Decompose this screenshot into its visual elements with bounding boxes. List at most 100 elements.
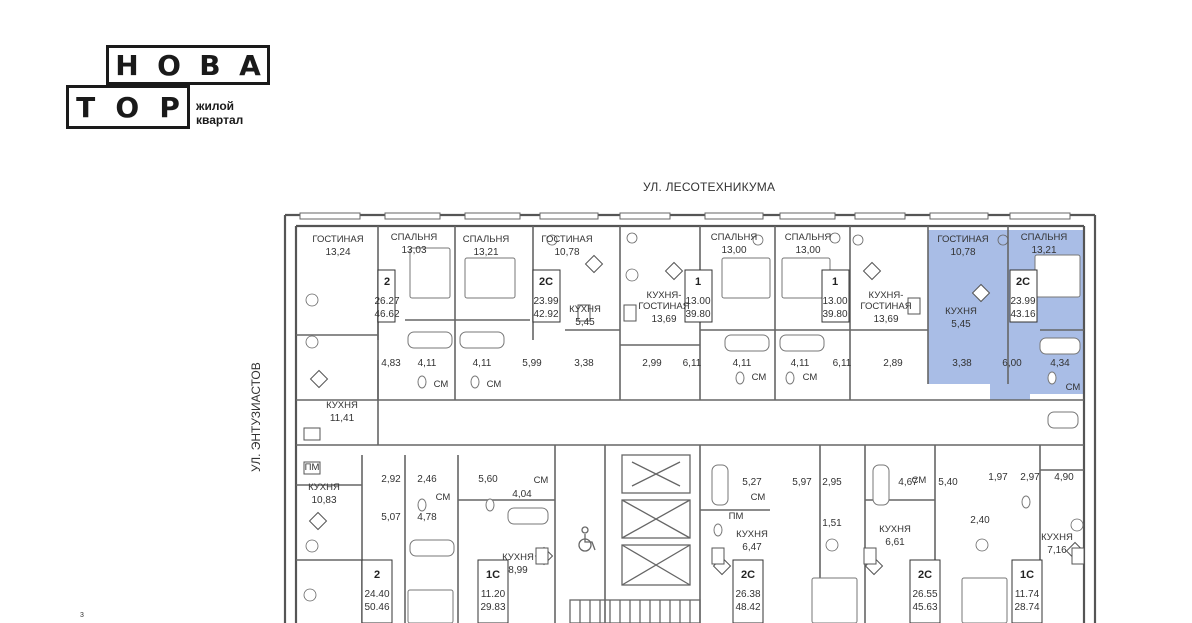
room-area: 4,11 [418, 358, 437, 369]
apartment-living-area: 26.55 [912, 589, 937, 600]
room-area: 6,11 [683, 358, 702, 369]
apartment-living-area: 11.20 [481, 589, 506, 600]
room-area: 2,99 [642, 358, 662, 369]
room-label: КУХНЯ [736, 529, 768, 540]
logo-letter: О [115, 90, 140, 124]
room-area: 4,78 [417, 512, 437, 523]
room-label: СПАЛЬНЯ [785, 232, 832, 243]
apartment-total-area: 46.62 [374, 309, 399, 320]
logo-letter: Р [159, 90, 180, 124]
logo-top-letters: Н О В А [106, 45, 270, 85]
room-label: СПАЛЬНЯ [711, 232, 758, 243]
room-label: ГОСТИНАЯ [860, 301, 911, 312]
footnote: 3 [80, 612, 84, 619]
washer-label: СМ [487, 379, 502, 390]
logo-subtitle: жилой квартал [196, 99, 243, 127]
washer-label: СМ [752, 372, 767, 383]
washer-label: СМ [1066, 382, 1081, 393]
room-area: 5,27 [742, 477, 762, 488]
apartment-living-area: 13.00 [685, 296, 710, 307]
apartment-living-area: 13.00 [822, 296, 847, 307]
room-area: 13,03 [401, 245, 426, 256]
room-label: КУХНЯ- [869, 290, 904, 301]
room-area: 11,41 [330, 413, 355, 424]
room-label: СПАЛЬНЯ [463, 234, 510, 245]
apartment-total-area: 50.46 [364, 602, 389, 613]
room-label: ГОСТИНАЯ [541, 234, 592, 245]
logo-letter: А [239, 48, 261, 82]
room-area: 2,95 [822, 477, 842, 488]
room-area: 3,38 [952, 358, 972, 369]
washer-label: СМ [436, 492, 451, 503]
room-label: СПАЛЬНЯ [391, 232, 438, 243]
room-area: 2,40 [970, 515, 990, 526]
room-area: 5,45 [575, 317, 595, 328]
street-top-label: УЛ. ЛЕСОТЕХНИКУМА [643, 180, 776, 194]
room-label: КУХНЯ [1041, 532, 1073, 543]
room-area: 8,99 [508, 565, 528, 576]
room-label: ГОСТИНАЯ [638, 301, 689, 312]
logo-top-box [106, 45, 270, 85]
logo-letter: Н [115, 48, 139, 82]
apartment-type: 1 [695, 276, 701, 288]
room-area: 5,40 [938, 477, 958, 488]
apartment-type: 1С [1020, 569, 1034, 581]
dishwasher-label: ПМ [305, 462, 320, 473]
room-area: 13,69 [873, 314, 898, 325]
room-area: 13,00 [721, 245, 746, 256]
washer-label: СМ [751, 492, 766, 503]
room-area: 10,83 [311, 495, 336, 506]
room-area: 13,69 [651, 314, 676, 325]
apartment-type: 2С [741, 569, 755, 581]
room-area: 4,11 [733, 358, 752, 369]
bath-icons [407, 331, 1081, 557]
room-label: СПАЛЬНЯ [1021, 232, 1068, 243]
logo-bottom-letters: Т О Р [66, 85, 190, 129]
room-area: 13,00 [795, 245, 820, 256]
apartment-living-area: 23.99 [1010, 296, 1035, 307]
apartment-total-area: 39.80 [685, 309, 710, 320]
apartment-living-area: 26.38 [735, 589, 760, 600]
apartment-total-area: 45.63 [912, 602, 937, 613]
logo-subtitle-line: квартал [196, 113, 244, 127]
room-label: КУХНЯ [879, 524, 911, 535]
elevator-core [569, 454, 701, 623]
washer-label: СМ [534, 475, 549, 486]
apartment-type: 2 [374, 569, 380, 581]
room-area: 13,21 [1031, 245, 1056, 256]
washer-label: СМ [434, 379, 449, 390]
accessible-icon [578, 526, 596, 552]
logo-bottom-box [66, 85, 190, 129]
logo-letter: О [157, 48, 181, 82]
room-area: 7,16 [1047, 545, 1067, 556]
room-area: 1,97 [988, 472, 1008, 483]
apartment-living-area: 26.27 [374, 296, 399, 307]
logo-subtitle-line: жилой [196, 99, 235, 113]
window-marks [299, 212, 1071, 220]
apartment-type: 2С [918, 569, 932, 581]
apartment-total-area: 39.80 [822, 309, 847, 320]
bed-icons [407, 247, 1081, 623]
room-area: 6,61 [885, 537, 905, 548]
stove-icons [303, 297, 1085, 565]
room-label: ГОСТИНАЯ [312, 234, 363, 245]
room-area: 5,60 [478, 474, 498, 485]
room-area: 6,00 [1002, 358, 1022, 369]
apartment-living-area: 24.40 [364, 589, 389, 600]
room-area: 2,46 [417, 474, 437, 485]
room-area: 4,11 [473, 358, 492, 369]
dishwasher-label: ПМ [729, 511, 744, 522]
room-area: 10,78 [950, 247, 975, 258]
apartment-type: 1 [832, 276, 838, 288]
room-area: 6,11 [833, 358, 852, 369]
room-area: 5,45 [951, 319, 971, 330]
room-label: КУХНЯ [502, 552, 534, 563]
apartment-living-area: 11.74 [1015, 589, 1040, 600]
plan-labels: ГОСТИНАЯ13,24СПАЛЬНЯ13,03СПАЛЬНЯ13,21ГОС… [305, 232, 1081, 613]
washer-label: СМ [803, 372, 818, 383]
room-area: 10,78 [554, 247, 579, 258]
logo-letter: Т [76, 90, 96, 124]
room-area: 2,92 [381, 474, 401, 485]
apartment-type: 1С [486, 569, 500, 581]
